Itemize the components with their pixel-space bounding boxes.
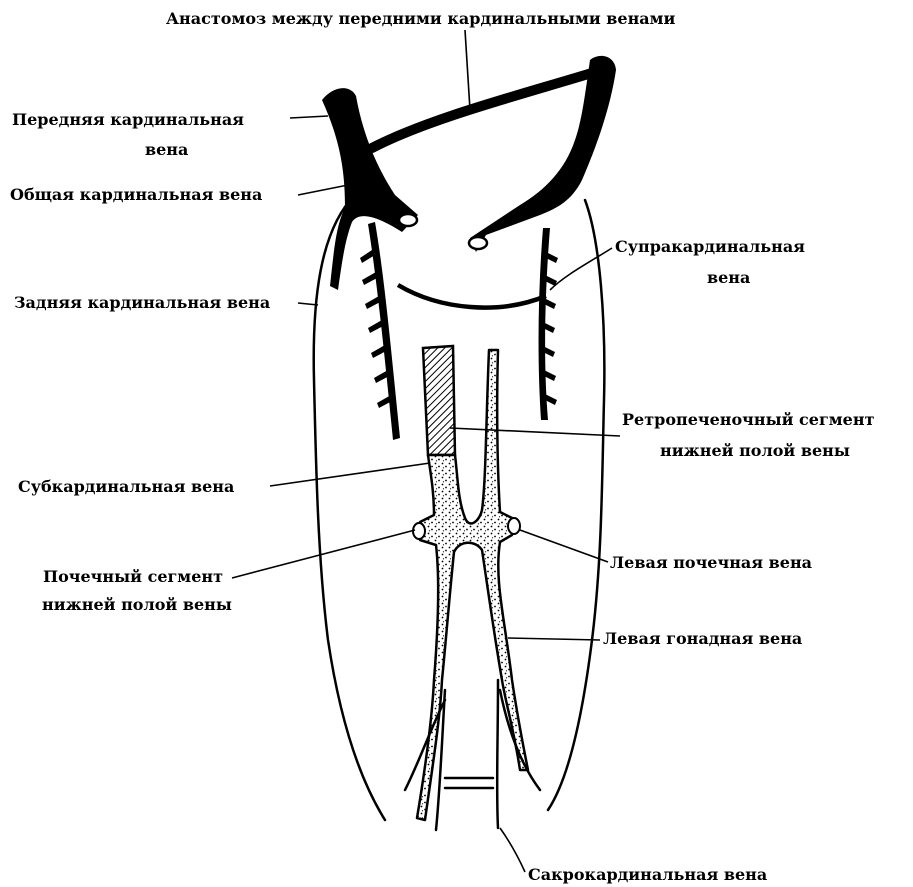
label-renal-segment-line1: Почечный сегмент bbox=[43, 567, 223, 586]
retrohepatic-segment bbox=[423, 346, 455, 455]
right-renal-stub bbox=[413, 523, 425, 539]
anastomosis-vessel bbox=[372, 72, 595, 148]
label-supracardinal-line2: вена bbox=[707, 268, 750, 287]
label-sacrocardinal: Сакрокардинальная вена bbox=[528, 865, 767, 884]
label-anterior-cardinal-line1: Передняя кардинальная bbox=[12, 110, 244, 129]
label-retrohepatic-line1: Ретропеченочный сегмент bbox=[622, 410, 875, 429]
label-supracardinal-line1: Супракардинальная bbox=[615, 237, 805, 256]
left-supracardinal-vein bbox=[360, 222, 400, 440]
label-common-cardinal: Общая кардинальная вена bbox=[10, 185, 262, 204]
left-anterior-cardinal-vein bbox=[322, 88, 418, 290]
right-cut-vessel-end bbox=[469, 237, 487, 249]
left-cut-vessel-end bbox=[399, 214, 417, 226]
supracardinal-anastomosis bbox=[398, 285, 546, 308]
label-anterior-cardinal-line2: вена bbox=[145, 140, 188, 159]
label-posterior-cardinal: Задняя кардинальная вена bbox=[14, 293, 270, 312]
label-renal-segment-line2: нижней полой вены bbox=[42, 595, 232, 614]
label-anastomosis: Анастомоз между передними кардинальными … bbox=[166, 9, 676, 28]
label-left-gonadal-vein: Левая гонадная вена bbox=[603, 629, 802, 648]
right-supracardinal-vein bbox=[539, 228, 558, 420]
label-left-renal-vein: Левая почечная вена bbox=[610, 553, 812, 572]
label-retrohepatic-line2: нижней полой вены bbox=[660, 441, 850, 460]
label-subcardinal: Субкардинальная вена bbox=[18, 477, 234, 496]
left-renal-stub bbox=[508, 518, 520, 534]
